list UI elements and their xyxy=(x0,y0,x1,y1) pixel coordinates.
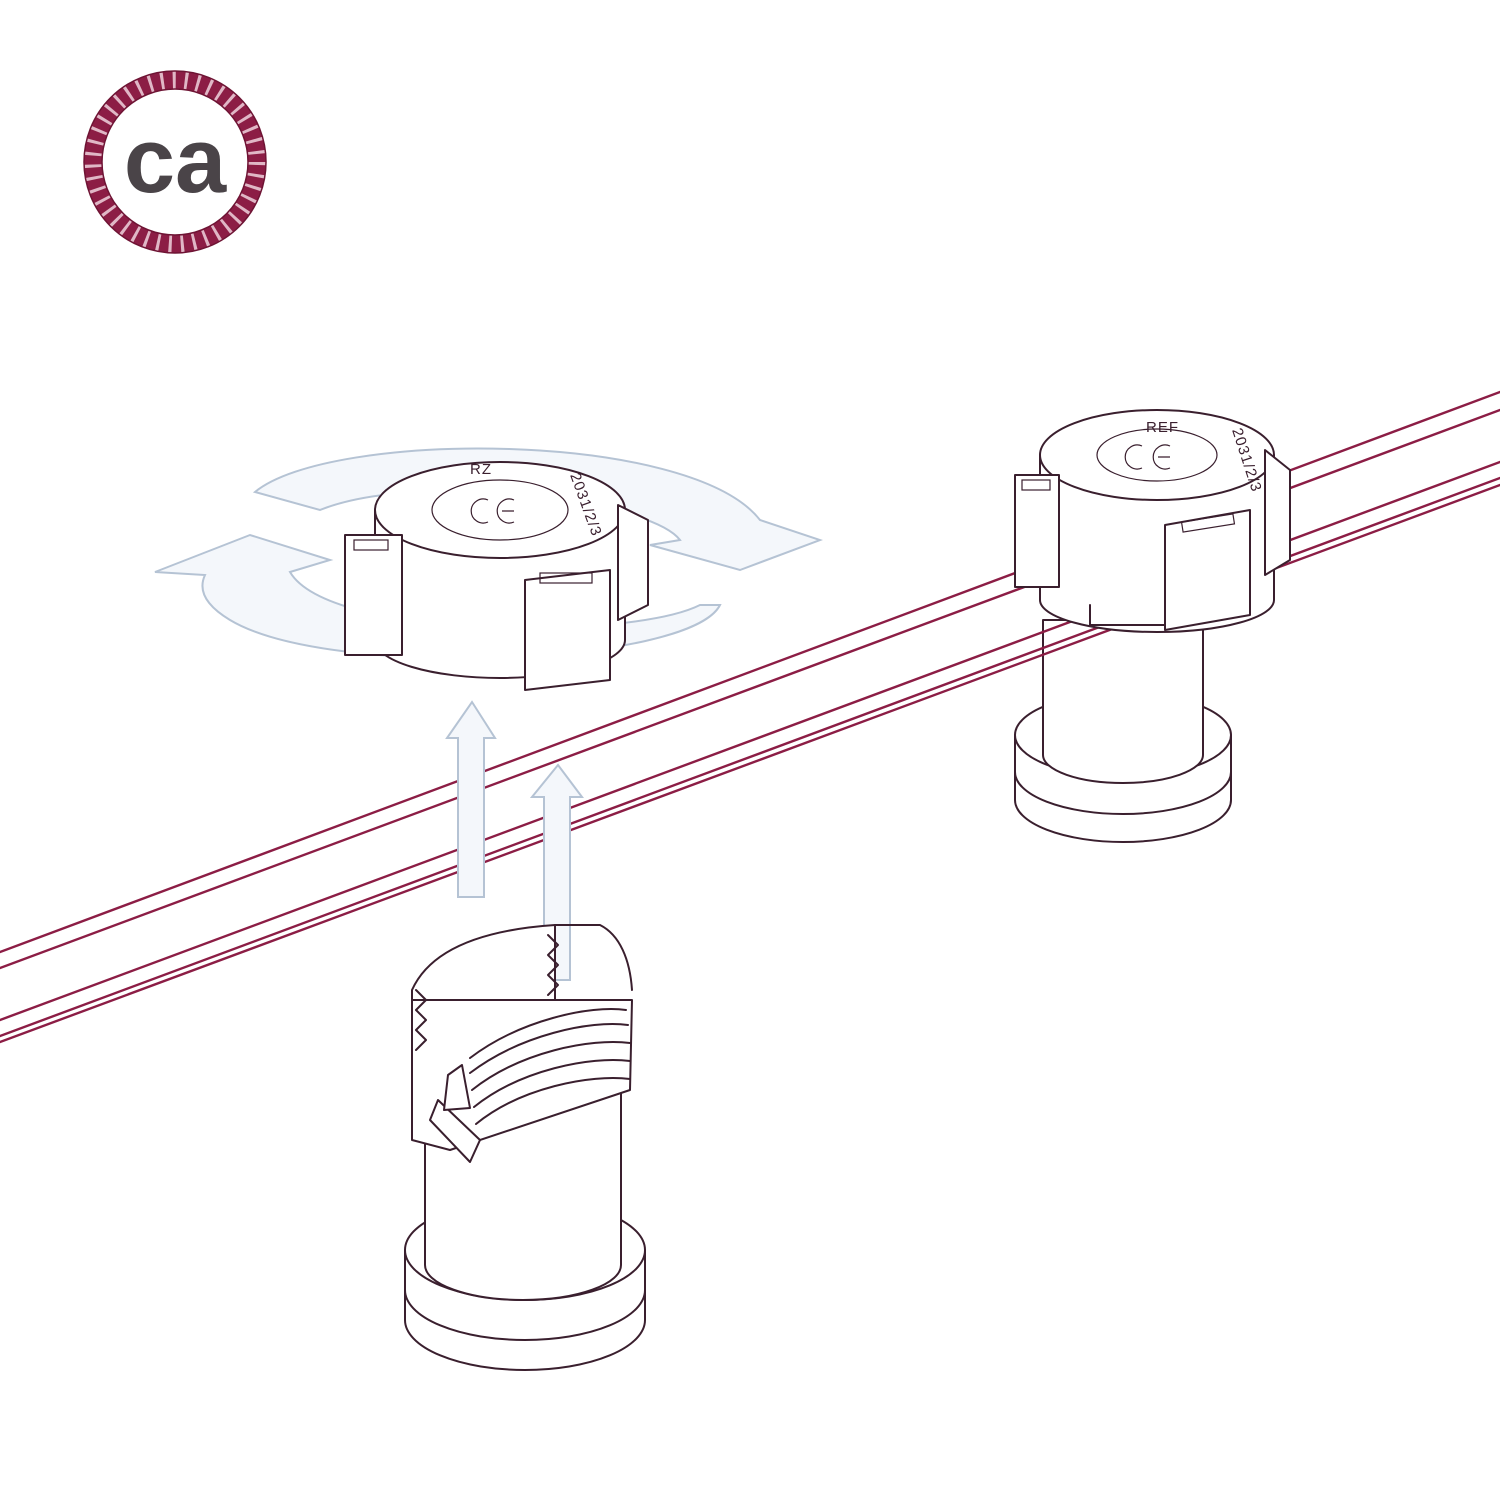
ce-mark-icon xyxy=(1124,444,1171,470)
left-socket-cap: RZ 2031/2/3 xyxy=(344,461,649,691)
cap-marking-top: REF xyxy=(1146,419,1179,436)
left-socket-body xyxy=(404,924,646,1371)
brand-logo: ca xyxy=(83,70,267,254)
right-socket-body xyxy=(1014,619,1232,843)
ce-mark-icon xyxy=(470,498,515,524)
logo-text: ca xyxy=(124,110,227,212)
cap-marking-top: RZ xyxy=(470,461,492,478)
right-socket-cap: REF 2031/2/3 xyxy=(1014,409,1291,633)
logo-ring-stripes xyxy=(84,71,266,253)
